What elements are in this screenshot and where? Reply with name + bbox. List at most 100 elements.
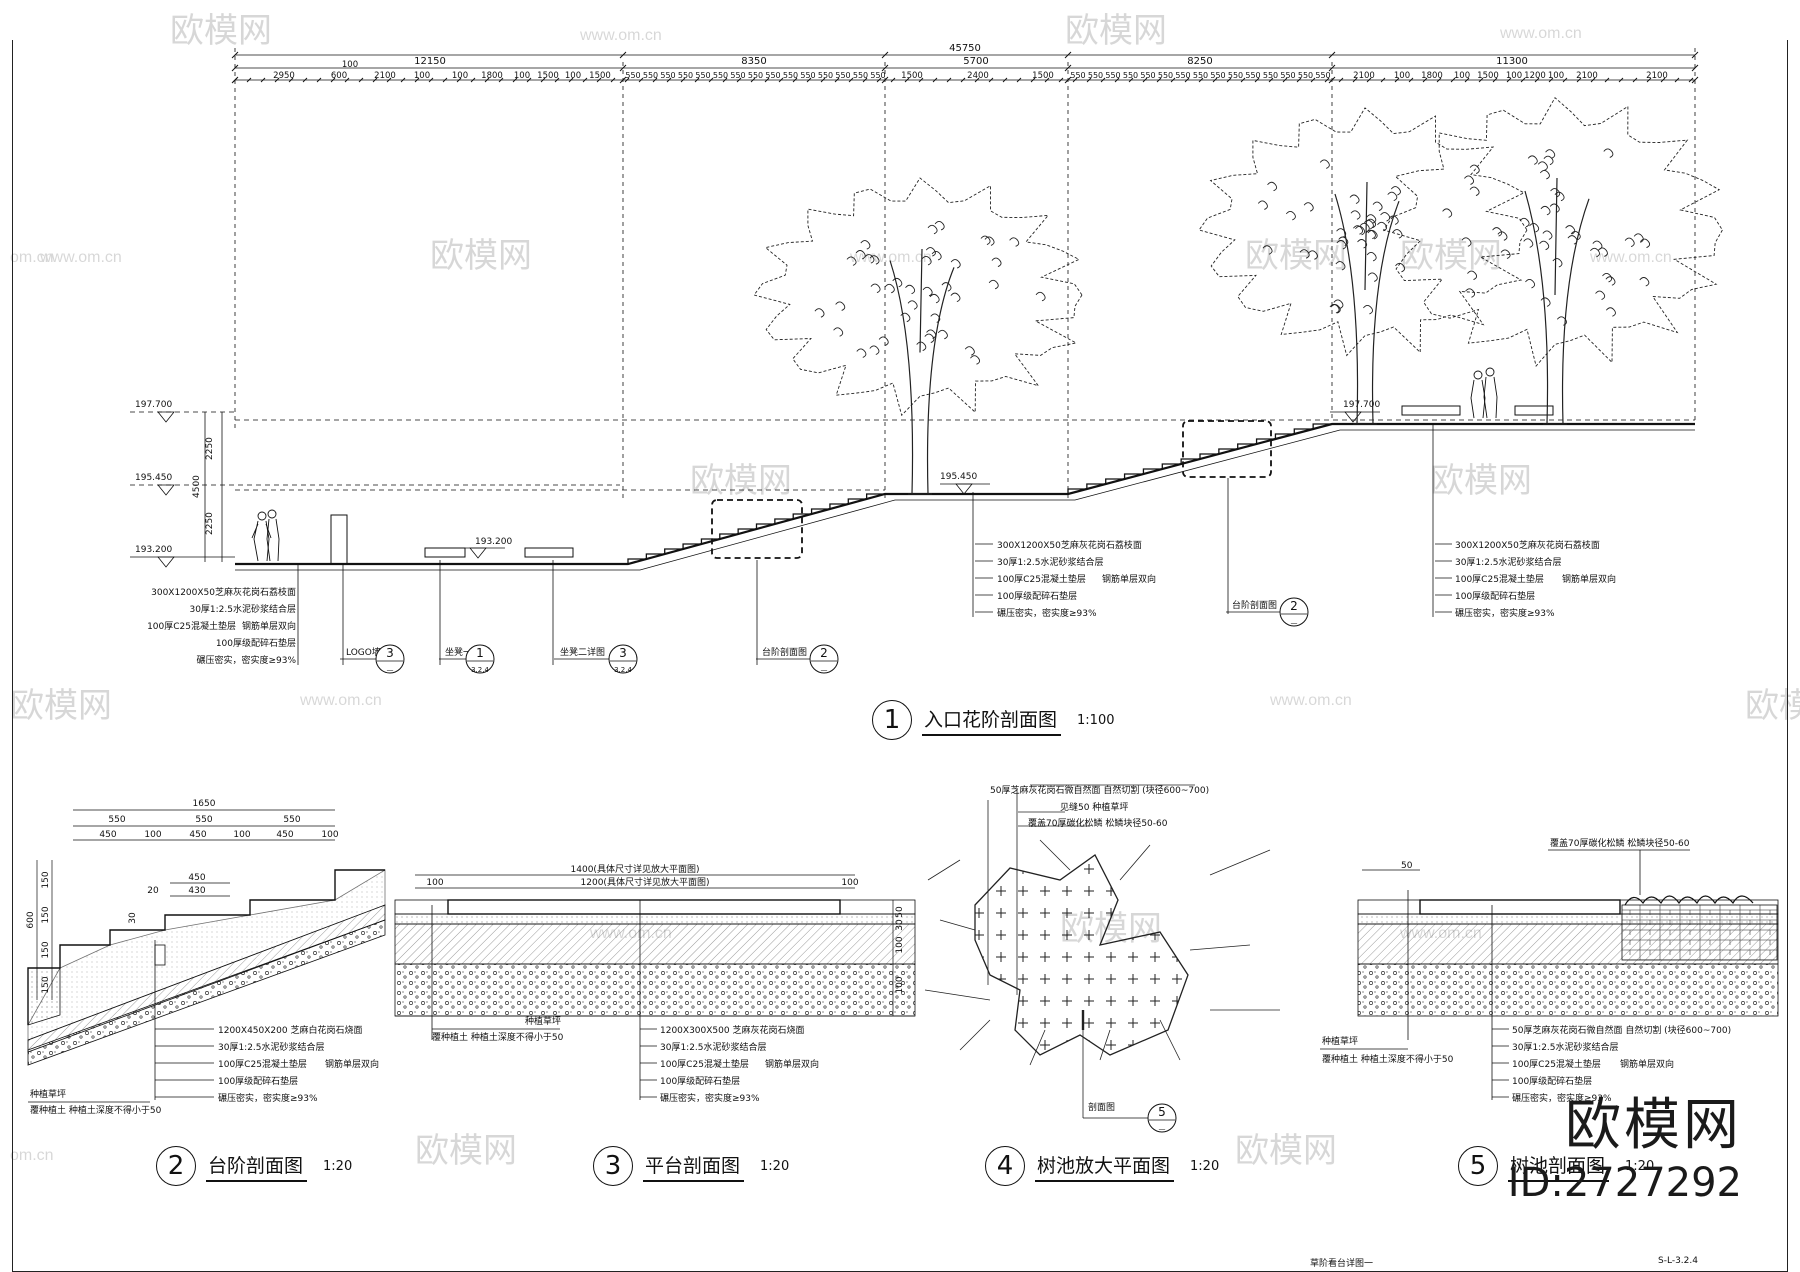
dim-sub: 100 (452, 71, 468, 81)
watermark-brand: 欧模网 (170, 12, 272, 50)
watermark-site: www.om.cn (849, 249, 932, 266)
callout-number: 1 (476, 646, 484, 660)
dim-sub: 2100 (374, 71, 396, 81)
note-line: 30厚1:2.5水泥砂浆结合层 (660, 1041, 767, 1053)
leader-lines (298, 425, 1433, 665)
note-line: 种植草坪 (30, 1088, 66, 1100)
callout: 台阶剖面图2— (1226, 598, 1308, 627)
dim-step: 550 (1193, 71, 1208, 80)
dim-step: 550 (713, 71, 728, 80)
dim-step: 550 (1175, 71, 1190, 80)
note-line: 碾压密实，密实度≥93% (196, 654, 296, 666)
level-mid: 195.450 (135, 473, 172, 483)
callout-label: LOGO墙 (346, 646, 381, 658)
detail3-notes: 1200X300X500 芝麻灰花岗石烧面30厚1:2.5水泥砂浆结合层100厚… (432, 1015, 819, 1104)
dim-sub: 2950 (273, 71, 295, 81)
callout: 剖面图5— (1083, 1101, 1176, 1133)
watermark-site: www.om.cn (579, 27, 662, 44)
dim-label: 100 (895, 976, 905, 993)
note-line: 见缝50 种植草坪 (1060, 801, 1128, 813)
watermark-brand: 欧模网 (10, 687, 112, 725)
note-line: 种植草坪 (1322, 1035, 1358, 1047)
tree-icon (754, 178, 1082, 494)
elev-high-label: 197.700 (1343, 400, 1380, 410)
title-scale: 1:20 (323, 1159, 352, 1174)
dim-step: 550 (695, 71, 710, 80)
dim-step: 550 (1123, 71, 1138, 80)
detail-stair-section (28, 810, 385, 1100)
note-line: 钢筋单层双向 (1562, 573, 1616, 585)
note-line: 钢筋单层双向 (1102, 573, 1156, 585)
title-detail-4: 4 树池放大平面图 1:20 (985, 1146, 1219, 1186)
dim-sub: 100 (1454, 71, 1470, 81)
note-line: 100厚C25混凝土垫层 (1455, 573, 1544, 585)
dim-label: 30 (895, 919, 905, 931)
dim-label: 150 (41, 871, 51, 888)
level-top: 197.700 (135, 400, 172, 410)
asset-id: ID:2727292 (1508, 1160, 1742, 1206)
note-line: 100厚C25混凝土垫层 (1512, 1058, 1601, 1070)
note-line: 100厚级配碎石垫层 (216, 637, 296, 649)
dim-sub: 600 (331, 71, 347, 81)
d5-top-note: 覆盖70厚碳化松鳞 松鳞块径50-60 (1550, 837, 1690, 849)
watermark-site: www.om.cn (1269, 692, 1352, 709)
dim-step: 550 (748, 71, 763, 80)
title-number: 3 (593, 1146, 633, 1186)
title-scale: 1:100 (1077, 713, 1114, 728)
dim-label: 50 (895, 906, 905, 918)
watermark-site: www.om.cn (1399, 925, 1482, 942)
dim-sub: 1500 (1032, 71, 1054, 81)
dim-label: 150 (41, 906, 51, 923)
watermark-site: www.om.cn (1589, 249, 1672, 266)
dim-label: 1650 (193, 799, 216, 809)
callout-number: 2 (820, 646, 828, 660)
callout-number: 2 (1290, 599, 1298, 613)
title-scale: 1:20 (1190, 1159, 1219, 1174)
dim-sub: 1500 (589, 71, 611, 81)
dim-step: 550 (835, 71, 850, 80)
top-dim-segments: 12150 8350 5700 8250 11300 (414, 56, 1528, 67)
vdim-total: 4500 (192, 475, 202, 498)
title-number: 5 (1458, 1146, 1498, 1186)
note-line: 覆盖70厚碳化松鳞 松鳞块径50-60 (1028, 817, 1168, 829)
callout-sub: 3.2.4 (471, 666, 489, 674)
dim-label: 430 (188, 886, 205, 896)
note-line: 碾压密实，密实度≥93% (1455, 607, 1555, 619)
dim-step: 550 (1280, 71, 1295, 80)
watermark-brand: 欧模网 (690, 462, 792, 500)
callout-label: 台阶剖面图 (1232, 599, 1277, 611)
note-line: 100厚级配碎石垫层 (1455, 590, 1535, 602)
callout-number: 3 (619, 646, 627, 660)
dim-step: 550 (1263, 71, 1278, 80)
note-line: 30厚1:2.5水泥砂浆结合层 (1512, 1041, 1619, 1053)
note-line: 覆种植土 种植土深度不得小于50 (432, 1031, 564, 1043)
note-line: 100厚C25混凝土垫层 (147, 620, 236, 632)
watermark-brand: 欧模网 (1235, 1132, 1337, 1170)
dim-label: 1400(具体尺寸详见放大平面图) (571, 863, 700, 875)
callout-number: 3 (386, 646, 394, 660)
dim-label: 100 (321, 830, 338, 840)
watermark-brand: 欧模网 (1065, 12, 1167, 50)
dim-step: 550 (625, 71, 640, 80)
watermark-brand: 欧模网 (1745, 687, 1800, 725)
dim-step: 550 (1315, 71, 1330, 80)
title-detail-2: 2 台阶剖面图 1:20 (156, 1146, 352, 1186)
callout: 台阶剖面图2— (756, 645, 838, 674)
dim-step: 550 (730, 71, 745, 80)
note-line: 100厚级配碎石垫层 (997, 590, 1077, 602)
vdim-lower: 2250 (205, 512, 215, 535)
dim-step: 550 (678, 71, 693, 80)
detail-marker-boxes (712, 421, 1271, 558)
note-line: 覆种植土 种植土深度不得小于50 (30, 1104, 162, 1116)
dim-label: 100 (233, 830, 250, 840)
dim-label: 150 (41, 941, 51, 958)
left-notes: 300X1200X50芝麻灰花岗石荔枝面30厚1:2.5水泥砂浆结合层100厚C… (147, 586, 296, 666)
note-line: 300X1200X50芝麻灰花岗石荔枝面 (997, 539, 1142, 551)
dim-sub: 1800 (1421, 71, 1443, 81)
dim-sub: 1200 (1524, 71, 1546, 81)
watermark-site: www.om.cn (299, 692, 382, 709)
right-notes: 300X1200X50芝麻灰花岗石荔枝面30厚1:2.5水泥砂浆结合层100厚C… (1435, 539, 1616, 619)
dim-step: 550 (1088, 71, 1103, 80)
dim-label: 550 (195, 815, 212, 825)
